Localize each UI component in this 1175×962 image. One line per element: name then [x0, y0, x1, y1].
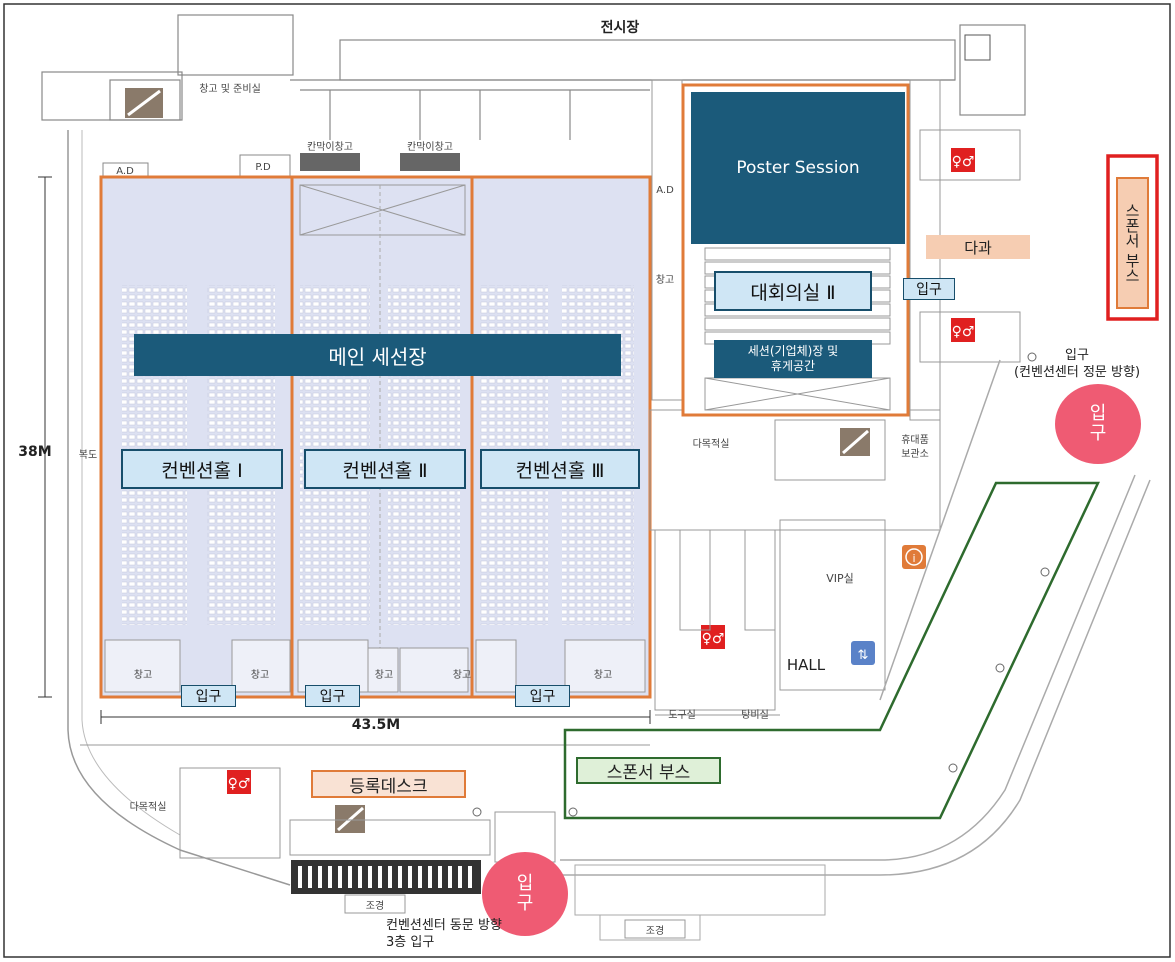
info-icon: i: [902, 545, 926, 569]
svg-text:♀♂: ♀♂: [952, 324, 975, 340]
pd-label: P.D: [255, 162, 271, 173]
vip-room-label: VIP실: [826, 572, 854, 585]
curtain-storage-label-left: 칸막이창고: [307, 141, 353, 153]
convention-hall-2-label: 컨벤션홀 Ⅱ: [304, 449, 466, 489]
main-gate-entrance: 입 구: [1055, 384, 1141, 464]
main-gate-label: 입구 (컨벤션센터 정문 방향): [1013, 348, 1141, 380]
hall-storage-label: 창고: [594, 669, 612, 681]
exhibition-hall-label: 전시장: [601, 19, 640, 36]
poster-session-block: [691, 92, 905, 244]
curtain-storage-label-right: 칸막이창고: [407, 141, 453, 153]
curtain-storage-left: [300, 153, 360, 171]
sponsor-booth-side-highlight: [1106, 154, 1159, 321]
registration-desk-label: 등록데스크: [311, 770, 466, 798]
poster-session-label: Poster Session: [736, 158, 860, 178]
convention-halls: [99, 175, 652, 699]
ad-label: A.D: [116, 166, 134, 177]
restroom-icon: ♀♂: [951, 148, 975, 172]
restroom-icon: ♀♂: [951, 318, 975, 342]
water-room-label: 탕비실: [741, 709, 769, 721]
bollards: [472, 352, 1050, 817]
east-gate-entrance: 입 구: [482, 852, 568, 936]
curtain-storage-right: [400, 153, 460, 171]
parking-spaces: [574, 864, 826, 941]
landscape-label-left: 조경: [366, 899, 384, 912]
svg-text:♀♂: ♀♂: [952, 154, 975, 170]
multipurpose-room-label: 다목적실: [693, 438, 730, 450]
tool-room-label: 도구실: [668, 709, 696, 721]
restroom-icon: ♀♂: [701, 625, 725, 649]
east-gate-label: 컨벤션센터 동문 방향 3층 입구: [386, 918, 502, 950]
storage-label-right: 창고: [656, 274, 674, 286]
corridor-label: 복도: [79, 449, 97, 461]
svg-text:⇅: ⇅: [858, 648, 869, 663]
road-right: [560, 359, 1151, 876]
ad-label-right: A.D: [656, 185, 674, 196]
stairs-icon-bottom: [335, 805, 365, 833]
elevator-icon: [964, 34, 991, 61]
hall-storage-rooms: [104, 639, 646, 693]
conference-room-2-label: 대회의실 Ⅱ: [714, 271, 872, 311]
luggage-storage-label-2: 보관소: [901, 448, 929, 460]
restroom-icon: ♀♂: [227, 770, 251, 794]
stairs-icon: [125, 88, 163, 118]
svg-text:♀♂: ♀♂: [702, 631, 725, 647]
svg-text:♀♂: ♀♂: [228, 776, 251, 792]
hall-storage-label: 창고: [453, 669, 471, 681]
hall-1-entrance: 입구: [181, 685, 236, 707]
landscape-box-right: [624, 919, 686, 939]
crosswalk: [291, 860, 481, 894]
hall-storage-label: 창고: [375, 669, 393, 681]
sponsor-booth-area: [563, 481, 1100, 820]
hall-label: HALL: [787, 656, 826, 674]
svg-text:i: i: [912, 552, 915, 565]
refreshments-label: 다과: [926, 235, 1030, 259]
landscape-label-right: 조경: [646, 924, 664, 937]
dimension-height-label: 38M: [18, 444, 51, 460]
building-outline-left: [67, 130, 291, 886]
hall-storage-label: 창고: [251, 669, 269, 681]
exhibition-wall: [41, 14, 1026, 140]
hall-storage-label: 창고: [134, 669, 152, 681]
main-session-label: 메인 세선장: [134, 334, 621, 376]
landscape-box-left: [344, 894, 406, 914]
multipurpose-room-label-bottom: 다목적실: [130, 801, 167, 813]
elevator-icon-hall: ⇅: [851, 641, 875, 665]
restroom-stalls: [179, 529, 776, 859]
storage-prep-label: 창고 및 준비실: [199, 83, 261, 95]
sponsor-booth-side-label: 스폰서 부스: [1123, 203, 1141, 283]
dimension-lines: [38, 176, 651, 724]
hall-2-entrance: 입구: [305, 685, 360, 707]
dimension-width-label: 43.5M: [352, 717, 400, 733]
luggage-storage-label-1: 휴대품: [901, 434, 929, 446]
session-room-label: 세션(기업체)장 및 휴게공간: [714, 340, 872, 378]
convention-hall-1-label: 컨벤션홀 Ⅰ: [121, 449, 283, 489]
convention-hall-3-label: 컨벤션홀 Ⅲ: [480, 449, 640, 489]
map-frame: [3, 3, 1171, 958]
hall-3-entrance: 입구: [515, 685, 570, 707]
sponsor-booth-side-box: [1116, 177, 1149, 309]
conference-2-entrance: 입구: [903, 278, 955, 300]
sponsor-booth-main-label: 스폰서 부스: [576, 757, 721, 784]
stairs-icon-right: [840, 428, 870, 456]
